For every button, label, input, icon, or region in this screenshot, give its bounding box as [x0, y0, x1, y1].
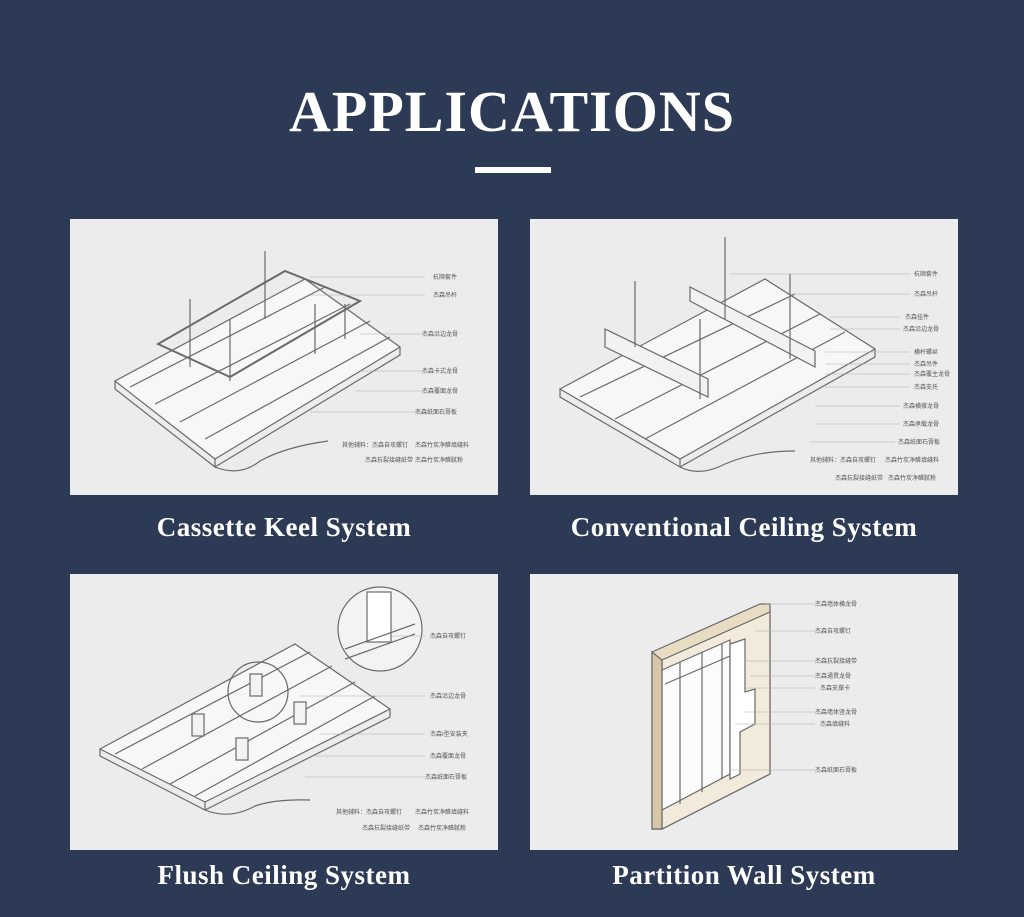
- cassette-label-6: 杰森纸面石膏板: [415, 408, 457, 416]
- cassette-note-1: 其他辅料：杰森自攻螺钉: [342, 441, 408, 449]
- flush-note-4: 杰森竹炭净醛腻粉: [418, 824, 466, 832]
- cassette-label-4: 杰森卡式龙骨: [422, 367, 458, 375]
- conventional-label-7: 杰森覆主龙骨: [914, 370, 950, 378]
- conventional-label-4: 杰森沿边龙骨: [903, 325, 939, 333]
- conventional-label-3: 杰森挂件: [905, 313, 929, 321]
- flush-label-5: 杰森纸面石膏板: [425, 773, 467, 781]
- conventional-label-10: 杰森承载龙骨: [903, 420, 939, 428]
- conventional-label-11: 杰森纸面石膏板: [898, 438, 940, 446]
- flush-label-3: 杰森I型安装夹: [430, 730, 468, 738]
- cassette-note-4: 杰森竹炭净醛腻粉: [415, 456, 463, 464]
- conventional-note-3: 杰森抗裂接缝纸带: [835, 474, 883, 482]
- cassette-label-1: 杭顺套件: [433, 273, 457, 281]
- partition-label-7: 杰森填缝料: [820, 720, 850, 728]
- partition-label-5: 杰森支撑卡: [820, 684, 850, 692]
- page-title: APPLICATIONS: [289, 79, 735, 144]
- partition-wall-diagram: 杰森墙体横龙骨 杰森自攻螺钉 杰森抗裂接缝带 杰森通贯龙骨 杰森支撑卡 杰森墙体…: [530, 574, 958, 850]
- flush-note-2: 杰森竹炭净醛填缝料: [415, 808, 469, 816]
- conventional-ceiling-caption: Conventional Ceiling System: [570, 512, 918, 542]
- partition-label-6: 杰森墙体竖龙骨: [815, 708, 857, 716]
- conventional-label-5: 横杆螺丝: [914, 348, 938, 356]
- flush-note-1: 其他辅料：杰森自攻螺钉: [336, 808, 402, 816]
- flush-label-2: 杰森沿边龙骨: [430, 692, 466, 700]
- partition-label-4: 杰森通贯龙骨: [815, 672, 851, 680]
- flush-ceiling-diagram: 杰森自攻螺钉 杰森沿边龙骨 杰森I型安装夹 杰森覆面龙骨 杰森纸面石膏板 其他辅…: [70, 574, 498, 850]
- partition-wall-caption: Partition Wall System: [612, 860, 876, 890]
- conventional-label-1: 杭顺套件: [914, 270, 938, 278]
- conventional-label-6: 杰森吊件: [914, 360, 938, 368]
- cassette-label-5: 杰森覆面龙骨: [422, 387, 458, 395]
- partition-label-3: 杰森抗裂接缝带: [815, 657, 857, 665]
- conventional-label-2: 杰森吊杆: [914, 290, 938, 298]
- conventional-note-1: 其他辅料：杰森自攻螺钉: [810, 456, 876, 464]
- flush-label-4: 杰森覆面龙骨: [430, 752, 466, 760]
- title-underline: [475, 167, 551, 173]
- conventional-ceiling-diagram: 杭顺套件 杰森吊杆 杰森挂件 杰森沿边龙骨 横杆螺丝 杰森吊件 杰森覆主龙骨 杰…: [530, 219, 958, 495]
- conventional-label-9: 杰森横撑龙骨: [903, 402, 939, 410]
- partition-label-1: 杰森墙体横龙骨: [815, 600, 857, 608]
- cassette-label-2: 杰森吊杆: [433, 291, 457, 299]
- conventional-note-4: 杰森竹炭净醛腻粉: [888, 474, 936, 482]
- cassette-note-2: 杰森竹炭净醛填缝料: [415, 441, 469, 449]
- partition-label-2: 杰森自攻螺钉: [815, 627, 851, 635]
- cassette-label-3: 杰森沿边龙骨: [422, 330, 458, 338]
- conventional-note-2: 杰森竹炭净醛填缝料: [885, 456, 939, 464]
- cassette-keel-diagram: 杭顺套件 杰森吊杆 杰森沿边龙骨 杰森卡式龙骨 杰森覆面龙骨 杰森纸面石膏板 其…: [70, 219, 498, 495]
- flush-label-1: 杰森自攻螺钉: [430, 632, 466, 640]
- flush-ceiling-caption: Flush Ceiling System: [157, 860, 411, 890]
- conventional-label-8: 杰森支托: [914, 383, 938, 391]
- cassette-keel-caption: Cassette Keel System: [156, 512, 412, 542]
- cassette-note-3: 杰森抗裂接缝纸带: [365, 456, 413, 464]
- flush-note-3: 杰森抗裂接缝纸带: [362, 824, 410, 832]
- partition-label-8: 杰森纸面石膏板: [815, 766, 857, 774]
